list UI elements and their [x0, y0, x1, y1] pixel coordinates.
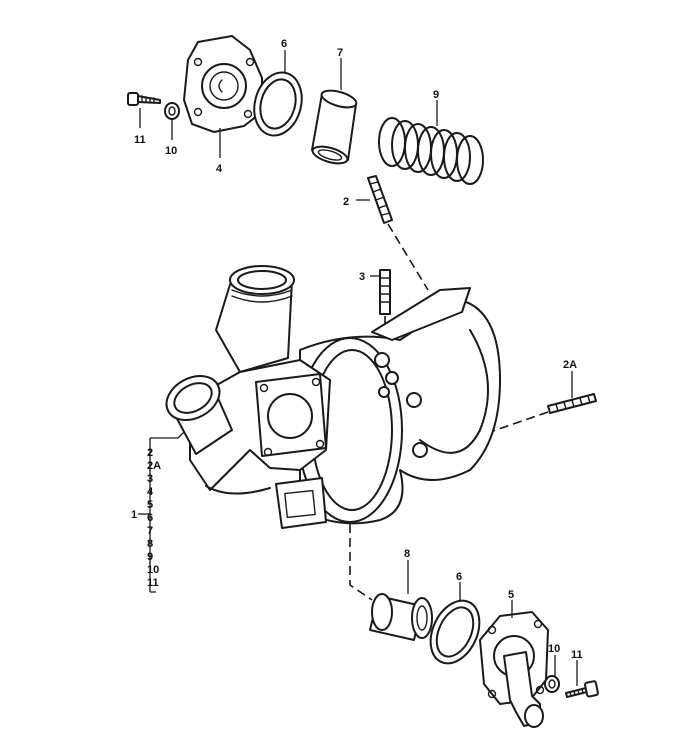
leader-lines [138, 50, 578, 686]
callout-labels: 11 10 4 6 7 9 2 3 2A 8 6 5 10 11 [134, 38, 583, 661]
gasket-part-6-top [253, 71, 303, 137]
spring-part-9 [378, 117, 484, 185]
callout-9: 9 [433, 89, 439, 101]
callout-10-bottom: 10 [548, 643, 560, 655]
callout-4: 4 [216, 163, 223, 175]
kit-item: 5 [147, 499, 153, 511]
stud-part-2A [547, 393, 597, 414]
callout-6-top: 6 [281, 38, 287, 50]
cover-part-5 [479, 611, 549, 728]
bolt-part-11-top [127, 92, 161, 106]
bolt-part-11-bottom [565, 680, 599, 698]
callout-7: 7 [337, 47, 343, 59]
kit-item: 6 [147, 512, 153, 524]
kit-item: 7 [147, 525, 153, 537]
flange-nuts [374, 352, 428, 458]
sleeve-part-7 [311, 89, 358, 165]
callout-2: 2 [343, 196, 349, 208]
callout-5: 5 [508, 589, 514, 601]
turbocharger-body [165, 265, 501, 529]
callout-11-top: 11 [134, 134, 146, 146]
kit-item: 4 [147, 486, 154, 498]
kit-item: 10 [147, 564, 159, 576]
kit-label: 1 [131, 509, 137, 521]
callout-8: 8 [404, 548, 410, 560]
kit-item: 3 [147, 473, 153, 485]
stud-part-2 [367, 175, 393, 224]
kit-item: 2 [147, 447, 153, 459]
kit-item: 2A [147, 460, 161, 472]
cover-part-4 [183, 35, 263, 133]
sleeve-part-8 [369, 593, 433, 641]
callout-11-bottom: 11 [571, 649, 583, 661]
callout-2A: 2A [563, 359, 577, 371]
stud-part-3 [379, 269, 391, 315]
kit-contents-list: 1 2 2A 3 4 5 6 7 8 9 10 11 [131, 447, 161, 589]
callout-10-top: 10 [165, 145, 177, 157]
kit-item: 11 [147, 577, 159, 589]
kit-item: 9 [147, 551, 153, 563]
washer-part-10-bottom [544, 675, 560, 693]
callout-6-bottom: 6 [456, 571, 462, 583]
gasket-part-6-bottom [429, 599, 481, 665]
callout-3: 3 [359, 271, 365, 283]
kit-item: 8 [147, 538, 153, 550]
washer-part-10-top [164, 102, 180, 120]
